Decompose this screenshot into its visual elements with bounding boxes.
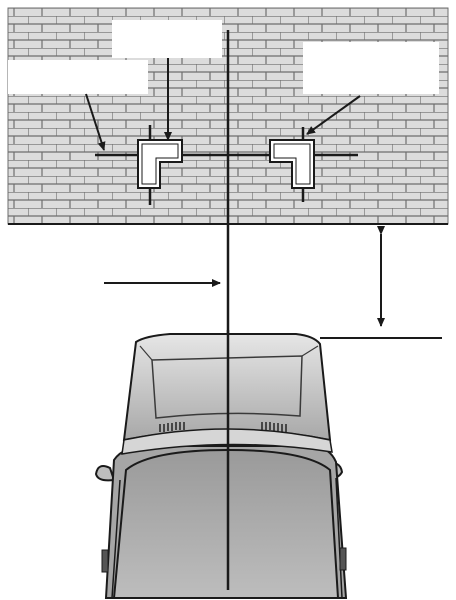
label-box-right: [303, 42, 439, 94]
vehicle: [94, 333, 348, 599]
left-vent: [159, 422, 185, 432]
label-box-left: [8, 60, 148, 94]
left-mirror: [94, 465, 116, 482]
label-box-top-center: [112, 20, 222, 58]
left-beam-pattern: [137, 139, 183, 189]
right-beam-pattern: [269, 139, 315, 189]
leader-arrow-right: [306, 95, 361, 135]
roof: [112, 448, 340, 599]
distance-dimension-arrow: [320, 226, 442, 339]
leader-arrow-left: [85, 93, 106, 151]
right-vent: [261, 422, 287, 432]
